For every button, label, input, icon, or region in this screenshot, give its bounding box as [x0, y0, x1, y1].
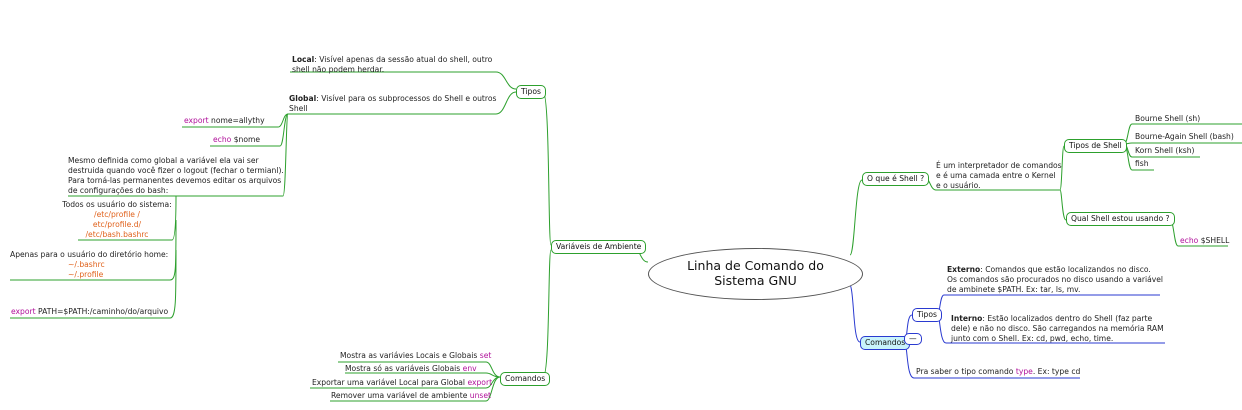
shell-fish: fish [1135, 159, 1149, 168]
central-line-1: Linha de Comando do [687, 258, 824, 273]
interno-description: Interno: Estão localizados dentro do She… [951, 314, 1164, 343]
echo-nome-command: echo $nome [213, 135, 261, 144]
shell-bash: Bourne-Again Shell (bash) [1135, 132, 1234, 141]
type-command-tip: Pra saber o tipo comando type. Ex: type … [916, 367, 1081, 376]
node-oque-shell[interactable]: O que é Shell ? [862, 172, 930, 186]
node-collapsed-dash[interactable]: — [904, 333, 922, 345]
node-variaveis-ambiente[interactable]: Variáveis de Ambiente [551, 240, 647, 254]
shell-bourne: Bourne Shell (sh) [1135, 114, 1201, 123]
system-users-files: Todos os usuário do sistema: /etc/profil… [62, 200, 172, 239]
echo-shell-command: echo $SHELL [1180, 236, 1230, 245]
home-user-files: Apenas para o usuário do diretório home:… [10, 250, 169, 279]
node-tipos-right[interactable]: Tipos [912, 308, 942, 322]
node-tipos-shell[interactable]: Tipos de Shell [1064, 139, 1127, 153]
central-node[interactable]: Linha de Comando do Sistema GNU [648, 248, 863, 300]
node-comandos-left[interactable]: Comandos [500, 372, 551, 386]
global-description: Global: Visível para os subprocessos do … [289, 94, 497, 113]
node-comandos-right[interactable]: Comandos [860, 336, 911, 350]
permanent-note: Mesmo definida como global a variável el… [68, 156, 284, 195]
wire-vars-tipos [542, 91, 552, 246]
local-description: Local: Visível apenas da sessão atual do… [292, 55, 493, 74]
node-qual-shell[interactable]: Qual Shell estou usando ? [1066, 212, 1175, 226]
comando-env: Mostra só as variáveis Globais env [345, 364, 477, 373]
central-line-2: Sistema GNU [714, 273, 797, 288]
externo-description: Externo: Comandos que estão localizandos… [947, 265, 1164, 294]
shell-korn: Korn Shell (ksh) [1135, 146, 1195, 155]
node-tipos-left[interactable]: Tipos [516, 85, 546, 99]
comando-unset: Remover uma variável de ambiente unset [331, 391, 492, 400]
comando-export: Exportar uma variável Local para Global … [312, 378, 493, 387]
wire-vars-comandos [542, 249, 552, 378]
comando-set: Mostra as variávies Locais e Globais set [340, 351, 492, 360]
export-nome-command: export nome=allythy [184, 116, 265, 125]
export-path-command: export PATH=$PATH:/caminho/do/arquivo [11, 307, 169, 316]
shell-description: É um interpretador de comandos e é uma c… [936, 161, 1062, 190]
